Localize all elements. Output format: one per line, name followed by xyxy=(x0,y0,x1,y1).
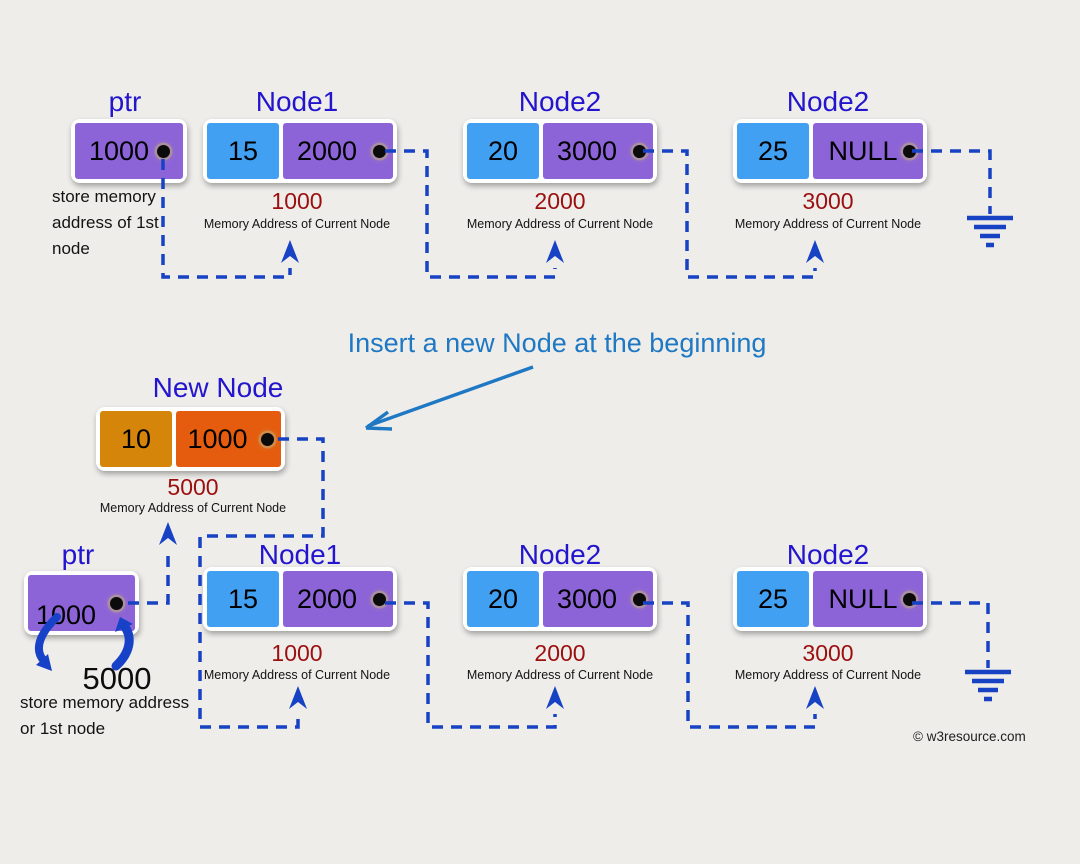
new-node-address: 5000 xyxy=(167,474,219,500)
bottom-ptr-title: ptr xyxy=(61,539,95,570)
bottom-ptr-note-line1: store memory address xyxy=(20,693,190,712)
top-node3-next-value: NULL xyxy=(828,135,898,166)
top-ptr-note-line2: address of 1st xyxy=(52,213,159,232)
top-node2-next-cell: 3000 xyxy=(543,123,653,179)
pointer-dot xyxy=(373,144,386,158)
top-node1-next-cell: 2000 xyxy=(283,123,393,179)
bottom-node3-title: Node2 xyxy=(786,539,870,570)
bottom-node2-title: Node2 xyxy=(518,539,602,570)
top-node1-data-cell: 15 xyxy=(207,123,279,179)
bottom-ptr-note: store memory address or 1st node xyxy=(20,690,189,742)
arrowhead-bottom-node2 xyxy=(546,686,564,709)
bottom-node1-caption: Memory Address of Current Node xyxy=(203,668,391,682)
top-node1-address: 1000 xyxy=(271,188,323,214)
bottom-node1-box: 15 2000 xyxy=(203,567,397,631)
top-node3-title: Node2 xyxy=(786,86,870,117)
top-node2-caption: Memory Address of Current Node xyxy=(466,217,654,231)
pointer-dot xyxy=(261,432,274,446)
bottom-node1-address: 1000 xyxy=(271,640,323,666)
arrowhead-top-node3 xyxy=(806,240,824,263)
bottom-node1-data-cell: 15 xyxy=(207,571,279,627)
bottom-node3-box: 25 NULL xyxy=(733,567,927,631)
bottom-node2-data-cell: 20 xyxy=(467,571,539,627)
bottom-ptr-box: 1000 xyxy=(24,571,139,635)
bottom-node1-next-cell: 2000 xyxy=(283,571,393,627)
pointer-dot xyxy=(157,144,170,158)
top-node2-next-value: 3000 xyxy=(556,135,618,166)
top-node1-title: Node1 xyxy=(255,86,339,117)
insert-annotation-arrow xyxy=(365,365,534,431)
arrowhead-newnode-address xyxy=(159,522,177,545)
bottom-ptr-value: 1000 xyxy=(36,600,97,630)
top-ptr-value: 1000 xyxy=(88,135,150,166)
pointer-dot xyxy=(633,592,646,606)
top-ptr-note: store memory address of 1st node xyxy=(52,184,159,262)
bottom-node2-next-value: 3000 xyxy=(556,583,618,614)
ground-symbol-bottom xyxy=(965,669,1011,702)
pointer-dot xyxy=(903,144,916,158)
bottom-node2-caption: Memory Address of Current Node xyxy=(466,668,654,682)
arrowhead-bottom-node3 xyxy=(806,686,824,709)
insert-annotation-text: Insert a new Node at the beginning xyxy=(347,328,767,358)
top-node3-next-cell: NULL xyxy=(813,123,923,179)
bottom-node3-next-cell: NULL xyxy=(813,571,923,627)
ground-symbol-top xyxy=(967,215,1013,248)
arrowhead-top-node2 xyxy=(546,240,564,263)
new-node-caption: Memory Address of Current Node xyxy=(99,501,287,515)
top-node3-data-cell: 25 xyxy=(737,123,809,179)
top-node3-caption: Memory Address of Current Node xyxy=(734,217,922,231)
top-node2-data-cell: 20 xyxy=(467,123,539,179)
top-ptr-cell: 1000 xyxy=(75,123,183,179)
top-ptr-note-line3: node xyxy=(52,239,90,258)
pointer-dot xyxy=(903,592,916,606)
bottom-ptr-cell: 1000 xyxy=(28,575,135,631)
top-node3-box: 25 NULL xyxy=(733,119,927,183)
bottom-node3-next-value: NULL xyxy=(828,583,898,614)
pointer-dot xyxy=(110,596,123,610)
arrowhead-bottom-node1 xyxy=(289,686,307,709)
bottom-node3-address: 3000 xyxy=(802,640,854,666)
arrowhead-top-node1 xyxy=(281,240,299,263)
top-ptr-box: 1000 xyxy=(71,119,187,183)
top-node2-box: 20 3000 xyxy=(463,119,657,183)
bottom-node3-caption: Memory Address of Current Node xyxy=(734,668,922,682)
bottom-node2-next-cell: 3000 xyxy=(543,571,653,627)
top-node1-caption: Memory Address of Current Node xyxy=(203,217,391,231)
bottom-node1-next-value: 2000 xyxy=(296,583,358,614)
top-ptr-note-line1: store memory xyxy=(52,187,156,206)
new-node-data-cell: 10 xyxy=(100,411,172,467)
top-ptr-title: ptr xyxy=(108,86,142,117)
top-node1-next-value: 2000 xyxy=(296,135,358,166)
top-node3-address: 3000 xyxy=(802,188,854,214)
pointer-dot xyxy=(633,144,646,158)
bottom-node3-data-cell: 25 xyxy=(737,571,809,627)
bottom-node2-box: 20 3000 xyxy=(463,567,657,631)
new-node-next-cell: 1000 xyxy=(176,411,281,467)
new-node-next-value: 1000 xyxy=(187,423,248,454)
pointer-dot xyxy=(373,592,386,606)
new-node-title: New Node xyxy=(152,372,284,403)
top-node2-title: Node2 xyxy=(518,86,602,117)
bottom-node2-address: 2000 xyxy=(534,640,586,666)
top-node2-address: 2000 xyxy=(534,188,586,214)
bottom-ptr-note-line2: or 1st node xyxy=(20,719,106,738)
copyright-text: © w3resource.com xyxy=(913,729,1026,744)
new-node-box: 10 1000 xyxy=(96,407,285,471)
top-node1-box: 15 2000 xyxy=(203,119,397,183)
